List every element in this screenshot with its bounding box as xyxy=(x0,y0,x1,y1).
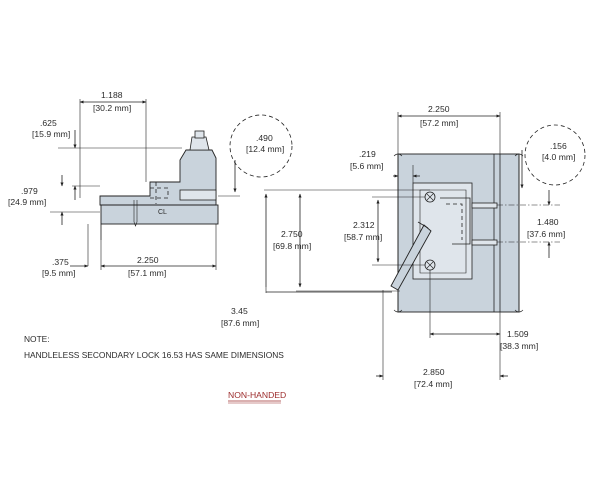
dim-345-inch: 3.45 xyxy=(231,306,248,316)
dim-490-mm: [12.4 mm] xyxy=(246,144,284,154)
dim-490-inch: .490 xyxy=(256,133,273,143)
dim-2750-inch: 2.750 xyxy=(281,229,303,239)
dim-1188-mm: [30.2 mm] xyxy=(93,103,131,113)
dim-2250-side-inch: 2.250 xyxy=(137,255,159,265)
dim-2312-inch: 2.312 xyxy=(353,220,375,230)
dim-375-inch: .375 xyxy=(52,257,69,267)
dim-156-mm: [4.0 mm] xyxy=(542,152,575,162)
dim-1509-inch: 1.509 xyxy=(507,329,529,339)
dim-2250-top-inch: 2.250 xyxy=(428,104,450,114)
dim-2250-side-mm: [57.1 mm] xyxy=(128,268,166,278)
dim-2750-mm: [69.8 mm] xyxy=(273,241,311,251)
dim-219-inch: .219 xyxy=(359,149,376,159)
front-handle xyxy=(390,224,432,291)
front-view: 2.250 [57.2 mm] .219 [5.6 mm] 2.750 [69.… xyxy=(221,104,586,389)
svg-text:CL: CL xyxy=(158,209,167,216)
dim-345-mm: [87.6 mm] xyxy=(221,318,259,328)
dim-1480-mm: [37.6 mm] xyxy=(527,229,565,239)
dim-1480-inch: 1.480 xyxy=(537,217,559,227)
dim-156-inch: .156 xyxy=(550,141,567,151)
dim-2250-top-mm: [57.2 mm] xyxy=(420,118,458,128)
note-heading: NOTE: xyxy=(24,334,50,344)
side-view: CL 1.188 [30.2 mm] .625 [15.9 mm] .979 [… xyxy=(8,90,293,278)
dim-625-mm: [15.9 mm] xyxy=(32,129,70,139)
dim-2312-mm: [58.7 mm] xyxy=(344,232,382,242)
detail-circle-490 xyxy=(229,114,293,178)
dim-625-inch: .625 xyxy=(40,118,57,128)
detail-circle-156 xyxy=(524,124,586,186)
dim-979-inch: .979 xyxy=(21,186,38,196)
dim-1188-inch: 1.188 xyxy=(101,90,123,100)
dim-979-mm: [24.9 mm] xyxy=(8,197,46,207)
dim-219-mm: [5.6 mm] xyxy=(350,161,383,171)
side-bolt xyxy=(179,189,217,201)
note-text: HANDLELESS SECONDARY LOCK 16.53 HAS SAME… xyxy=(24,350,284,360)
dim-375-mm: [9.5 mm] xyxy=(42,268,75,278)
non-handed-tag: NON-HANDED xyxy=(228,390,286,400)
dim-2850-inch: 2.850 xyxy=(423,367,445,377)
side-handle-knob xyxy=(189,136,210,151)
dim-2850-mm: [72.4 mm] xyxy=(414,379,452,389)
dim-1509-mm: [38.3 mm] xyxy=(500,341,538,351)
